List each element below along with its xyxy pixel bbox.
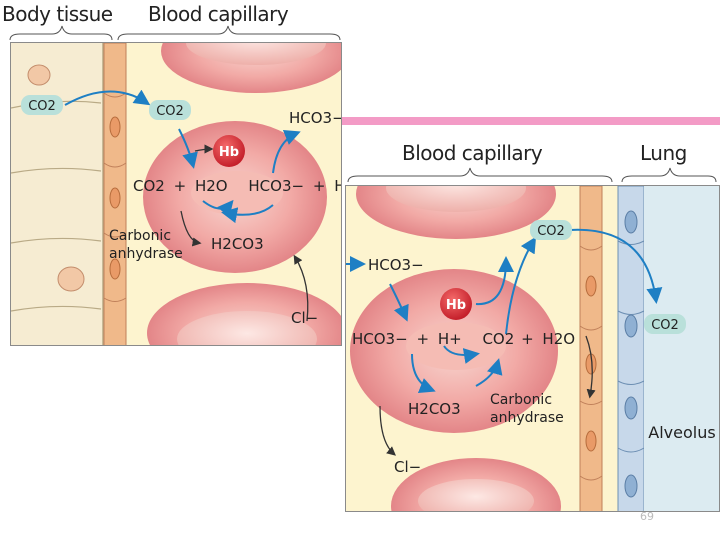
lung-capillary-co2-badge	[530, 220, 572, 240]
tissue-panel: CO2 CO2 Hb HCO3− CO2 + H2O HCO3− + H+ H2…	[10, 42, 342, 346]
lung-carbonic-acid-label: H2CO3	[408, 400, 461, 418]
tissue-chloride-label: Cl−	[291, 309, 318, 327]
lung-header-braces	[347, 167, 717, 183]
tissue-carbonic-acid-label: H2CO3	[211, 235, 264, 253]
page-number: 69	[640, 510, 654, 523]
tissue-enzyme-line2: anhydrase	[109, 246, 183, 262]
tissue-co2-label: CO2	[28, 99, 56, 114]
lung-hb-circle	[440, 288, 472, 320]
lung-panel: HCO3− Hb HCO3− + H+ CO2 + H2O H2CO3 Carb…	[345, 185, 720, 512]
tissue-co2-badge	[21, 95, 63, 115]
lung-capillary-co2-label: CO2	[537, 224, 565, 239]
cell-co2-label: CO2	[156, 104, 184, 119]
tissue-hb-circle	[213, 135, 245, 167]
tissue-blood-capillary-header: Blood capillary	[148, 2, 289, 26]
tissue-hb-label: Hb	[219, 145, 239, 160]
lung-enzyme-line2: anhydrase	[490, 410, 564, 426]
tissue-diagram: CO2 CO2 Hb HCO3− CO2 + H2O HCO3− + H+ H2…	[11, 43, 342, 345]
bicarbonate-in-label: HCO3−	[368, 256, 424, 274]
lung-diagram: HCO3− Hb HCO3− + H+ CO2 + H2O H2CO3 Carb…	[346, 186, 719, 511]
lung-hb-label: Hb	[446, 298, 466, 313]
tissue-enzyme-line1: Carbonic	[109, 228, 171, 244]
alveolus-co2-badge	[644, 314, 686, 334]
tissue-reaction: CO2 + H2O HCO3− + H+	[133, 177, 342, 195]
lung-header: Lung	[640, 141, 687, 165]
cell-co2-badge	[149, 100, 191, 120]
alveolus-label: Alveolus	[648, 423, 715, 442]
divider-bar	[342, 117, 720, 125]
tissue-header-braces	[9, 25, 341, 41]
alveolus-co2-label: CO2	[651, 318, 679, 333]
lung-reaction: HCO3− + H+ CO2 + H2O	[352, 330, 575, 348]
lung-enzyme-line1: Carbonic	[490, 392, 552, 408]
bicarbonate-out-label: HCO3−	[289, 109, 342, 127]
lung-chloride-label: Cl−	[394, 458, 421, 476]
lung-blood-capillary-header: Blood capillary	[402, 141, 543, 165]
body-tissue-header: Body tissue	[2, 2, 113, 26]
